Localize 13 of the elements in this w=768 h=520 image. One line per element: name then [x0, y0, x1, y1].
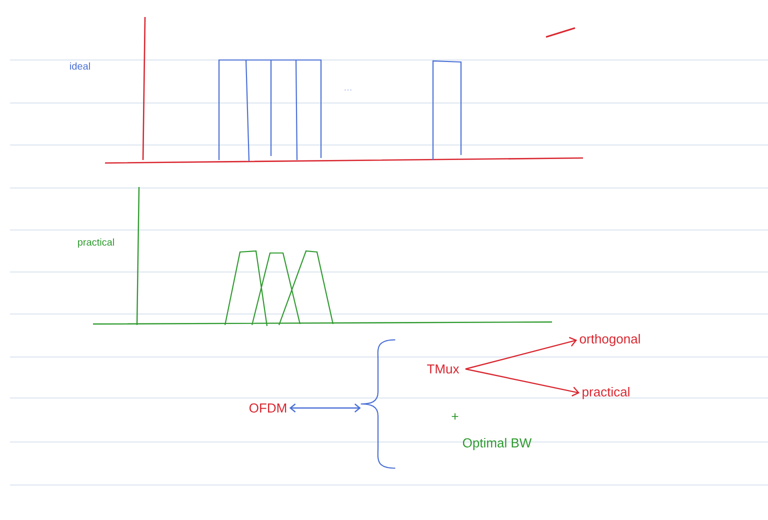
- hand-label: Optimal BW: [462, 438, 532, 450]
- hand-label: OFDM: [249, 403, 286, 413]
- hand-label: practical: [78, 238, 114, 248]
- arrow: [465, 336, 578, 370]
- ellipsis: ...: [344, 89, 352, 91]
- plus-sign: +: [452, 413, 458, 420]
- hand-label: TMux: [427, 364, 460, 374]
- hand-label: orthogonal: [580, 334, 640, 346]
- curly-brace: [360, 339, 396, 469]
- arrow: [289, 404, 361, 412]
- arrow: [465, 368, 580, 397]
- hand-label: practical: [582, 386, 630, 400]
- hand-label: ideal: [70, 62, 90, 70]
